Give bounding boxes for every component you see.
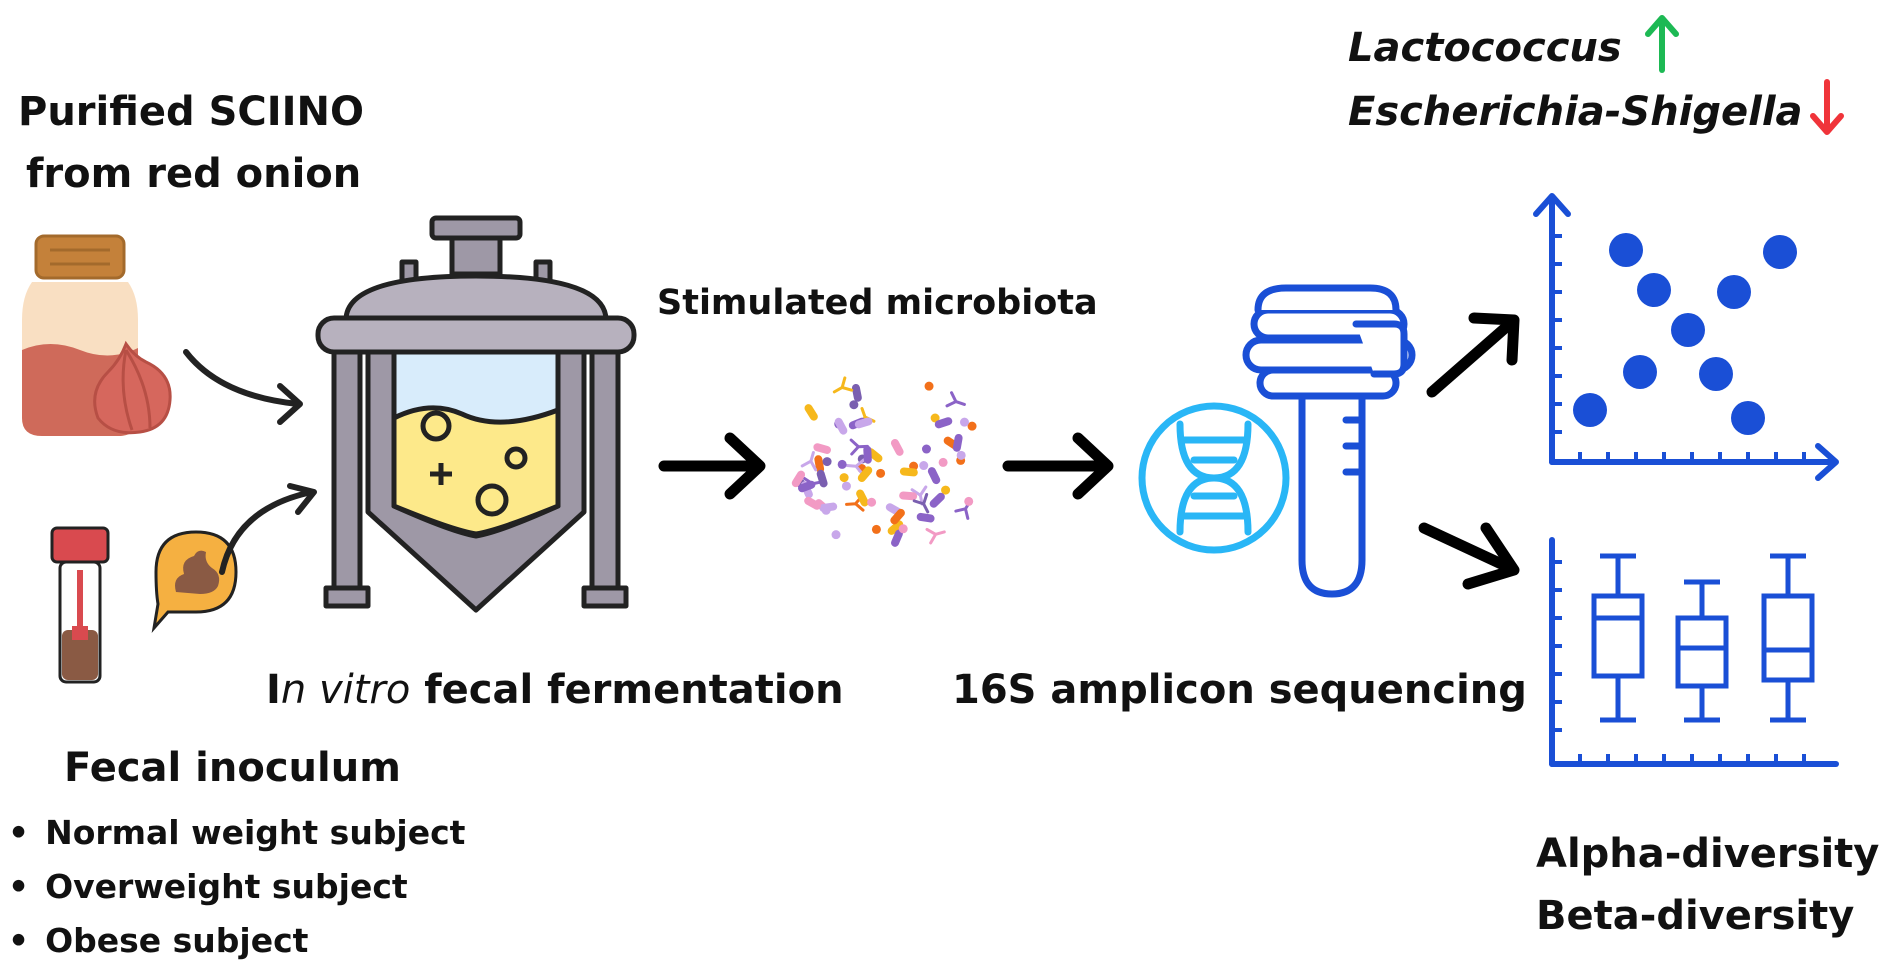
microbiota-cluster-icon [791, 376, 977, 547]
stimulated-microbiota-label: Stimulated microbiota [657, 283, 1098, 323]
microbe [816, 469, 828, 488]
microbe [941, 485, 951, 495]
up-arrow-icon [1645, 15, 1679, 73]
microbe [921, 444, 931, 454]
inoculum-subject-item: Obese subject [8, 914, 465, 968]
alpha-diversity-label: Alpha-diversity [1536, 831, 1880, 877]
sample-tube-icon [50, 526, 110, 684]
microbe [837, 459, 847, 469]
microbe [839, 473, 849, 483]
microbe [832, 376, 854, 394]
scatter-plot-icon [1533, 193, 1839, 481]
microbe [898, 524, 908, 534]
scatter-dot [1609, 233, 1643, 267]
microbe [959, 417, 969, 427]
microbe [952, 433, 963, 452]
microbe [821, 505, 831, 515]
arrow-up-right-icon [1426, 312, 1520, 398]
microbe [964, 496, 974, 506]
inoculum-subject-item: Overweight subject [8, 860, 465, 914]
inoculum-title: Fecal inoculum [64, 745, 401, 791]
microbe [857, 466, 873, 482]
beta-diversity-label: Beta-diversity [1536, 893, 1855, 939]
microbe [899, 491, 918, 501]
microbe [930, 413, 940, 423]
microbe [919, 461, 929, 471]
microbe [863, 445, 872, 464]
microbe [814, 455, 825, 474]
microbe [890, 438, 904, 456]
sciino-label-line1: Purified SCIINO [18, 89, 364, 135]
microbe [804, 404, 818, 421]
microbe [849, 400, 859, 410]
microbe [929, 492, 945, 508]
down-arrow-icon [1810, 79, 1844, 135]
microbe [912, 492, 930, 514]
microbe [938, 457, 948, 467]
scatter-dot [1731, 401, 1765, 435]
microbe [945, 391, 966, 408]
taxon-escherichia-shigella: Escherichia-Shigella [1348, 89, 1803, 135]
microbe [841, 481, 851, 491]
dna-icon [1138, 402, 1290, 554]
microbe [813, 443, 831, 454]
microbe [822, 457, 832, 467]
microbe [800, 451, 818, 472]
fermentation-label: In vitro fecal fermentation [266, 670, 844, 710]
curved-arrow-icon [183, 349, 303, 425]
microbe [927, 467, 941, 485]
microbe [797, 480, 816, 493]
microbe [916, 512, 935, 523]
curved-arrow-icon [219, 483, 317, 575]
arrow-down-right-icon [1418, 522, 1520, 590]
scatter-dot [1623, 355, 1657, 389]
microbe [791, 470, 806, 488]
scatter-dot [1699, 357, 1733, 391]
microbe [854, 417, 873, 429]
arrow-right-icon [658, 432, 766, 500]
microbe [890, 508, 905, 525]
scatter-dot [1671, 313, 1705, 347]
microbe [871, 524, 881, 534]
microbe [851, 383, 862, 402]
sequencing-tube-icon [1242, 284, 1416, 598]
microbe [925, 527, 946, 545]
microbe [834, 417, 848, 435]
fermenter-vessel-icon [315, 215, 637, 613]
scatter-dot [1763, 235, 1797, 269]
microbe [934, 417, 953, 429]
microbe [876, 468, 886, 478]
boxplot-box [1675, 579, 1729, 723]
fermentation-label-prefix: I [266, 667, 281, 713]
sequencing-label: 16S amplicon sequencing [952, 667, 1527, 713]
red-onion-icon [93, 340, 172, 435]
boxplot-icon [1549, 537, 1839, 767]
microbe [967, 421, 977, 431]
microbe [891, 529, 903, 547]
boxplot-box [1761, 553, 1815, 723]
fermentation-label-suffix: fecal fermentation [410, 667, 844, 713]
scatter-dot [1637, 273, 1671, 307]
microbe [845, 458, 866, 476]
microbe [956, 450, 966, 460]
sciino-label-line2: from red onion [26, 151, 362, 197]
microbe [831, 530, 841, 540]
microbe [867, 497, 877, 507]
inoculum-subject-item: Normal weight subject [8, 806, 465, 860]
poop-speech-bubble-icon [151, 530, 238, 633]
microbe [804, 496, 821, 510]
scatter-dot [1573, 393, 1607, 427]
fermentation-label-italic: n vitro [280, 667, 411, 713]
taxon-lactococcus: Lactococcus [1348, 25, 1622, 71]
microbe [887, 520, 904, 535]
microbe [899, 467, 918, 477]
microbe [856, 489, 869, 507]
inoculum-subject-list: Normal weight subject Overweight subject… [8, 806, 465, 968]
scatter-dot [1717, 275, 1751, 309]
boxplot-box [1591, 553, 1645, 723]
arrow-right-icon [1002, 432, 1114, 500]
microbe [924, 381, 934, 391]
